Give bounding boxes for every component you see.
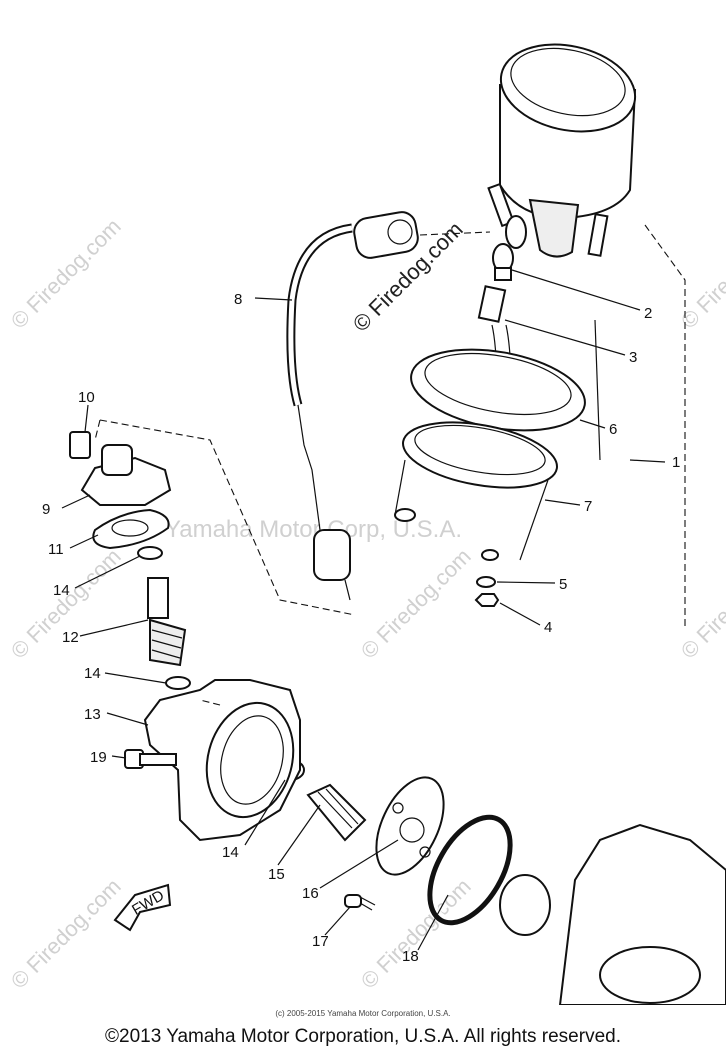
- watermark-firedog: © Firedog.com: [356, 874, 476, 994]
- o-ring: [427, 814, 513, 926]
- callout-14: 14: [53, 582, 70, 599]
- callout-18: 18: [402, 948, 419, 965]
- washer: [137, 546, 163, 560]
- watermark-firedog: © Firedog.com: [676, 544, 726, 664]
- callout-5: 5: [559, 576, 567, 593]
- callout-16: 16: [302, 885, 319, 902]
- callout-15: 15: [268, 866, 285, 883]
- nut: [474, 593, 500, 607]
- callout-6: 6: [609, 421, 617, 438]
- callout-12: 12: [62, 629, 79, 646]
- watermark-firedog: © Firedog.com: [676, 214, 726, 334]
- screw: [344, 894, 376, 911]
- bulb: [492, 243, 514, 281]
- bracket: [394, 421, 558, 561]
- callout-19: 19: [90, 749, 107, 766]
- driven-gear: [147, 577, 187, 667]
- callout-13: 13: [84, 706, 101, 723]
- washer: [165, 676, 191, 690]
- assembly-lines: [94, 224, 686, 706]
- callout-14: 14: [84, 665, 101, 682]
- main-copyright: ©2013 Yamaha Motor Corporation, U.S.A. A…: [105, 1026, 621, 1047]
- callout-1: 1: [672, 454, 680, 471]
- callout-11: 11: [48, 541, 64, 558]
- parts-diagram: © Firedog.com © Firedog.com © Firedog.co…: [6, 43, 726, 1005]
- watermark-firedog: © Firedog.com: [356, 544, 476, 664]
- gasket: [92, 508, 170, 550]
- callout-7: 7: [584, 498, 592, 515]
- callout-8: 8: [234, 291, 242, 308]
- callout-2: 2: [644, 305, 652, 322]
- leader-lines: [61, 269, 666, 951]
- callout-3: 3: [629, 349, 637, 366]
- callout-4: 4: [544, 619, 552, 636]
- watermark-firedog: © Firedog.com: [6, 214, 126, 334]
- gear-unit-flange: [69, 431, 172, 506]
- small-copyright: (c) 2005-2015 Yamaha Motor Corporation, …: [275, 1009, 451, 1018]
- callout-10: 10: [78, 389, 95, 406]
- gear-housing: [143, 679, 301, 842]
- wheel-hub: [499, 823, 726, 1005]
- watermark-firedog: © Firedog.com: [6, 874, 126, 994]
- callouts: 1 2 3 4 5 6 7 8 9 10 11 12 13 14 14 14 1…: [42, 291, 680, 965]
- clutch-plate: [375, 776, 445, 876]
- callout-9: 9: [42, 501, 50, 518]
- callout-14: 14: [222, 844, 239, 861]
- washer: [476, 576, 496, 588]
- callout-17: 17: [312, 933, 329, 950]
- drive-gear: [306, 783, 367, 842]
- speedometer-head: [487, 43, 637, 258]
- bolt: [124, 749, 177, 769]
